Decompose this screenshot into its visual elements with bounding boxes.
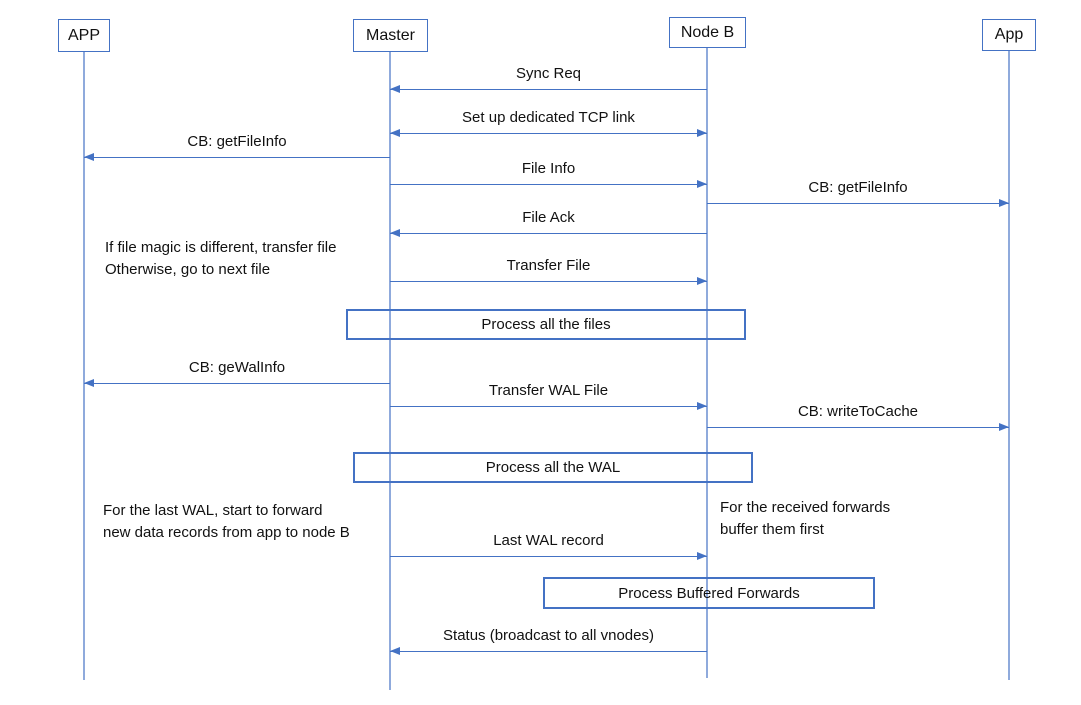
message-label-6: Transfer File: [506, 257, 591, 274]
message-label-11: Status (broadcast to all vnodes): [443, 627, 654, 644]
message-line-3: [390, 184, 707, 185]
master-lifeline: [389, 52, 391, 690]
message-label-1: Set up dedicated TCP link: [462, 109, 635, 126]
arrowhead-right-icon: [697, 402, 707, 411]
arrowhead-right-icon: [999, 199, 1009, 208]
app-left-lifeline: [83, 52, 85, 680]
actor-app-right: App: [982, 19, 1036, 51]
message-line-7: [84, 383, 390, 384]
message-line-9: [707, 427, 1009, 428]
note-buffer-forwards: For the received forwards buffer them fi…: [720, 499, 891, 538]
actor-app-left: APP: [58, 19, 110, 52]
message-label-4: CB: getFileInfo: [808, 179, 908, 196]
note-last-wal-forward: For the last WAL, start to forward new d…: [103, 502, 350, 541]
app-right-lifeline: [1008, 51, 1010, 680]
arrowhead-right-icon: [999, 423, 1009, 432]
message-label-7: CB: geWalInfo: [188, 359, 286, 376]
arrowhead-right-icon: [697, 277, 707, 286]
arrowhead-left-icon: [390, 129, 400, 138]
message-label-9: CB: writeToCache: [797, 403, 919, 420]
arrowhead-left-icon: [390, 229, 400, 238]
message-label-2: CB: getFileInfo: [187, 133, 287, 150]
note-file-magic: If file magic is different, transfer fil…: [105, 239, 337, 278]
message-line-2: [84, 157, 390, 158]
message-line-6: [390, 281, 707, 282]
message-line-0: [390, 89, 707, 90]
message-line-8: [390, 406, 707, 407]
message-label-3: File Info: [521, 160, 576, 177]
process-all-files: Process all the files: [346, 309, 746, 340]
message-label-8: Transfer WAL File: [488, 382, 609, 399]
node-b-lifeline: [706, 48, 708, 678]
message-label-5: File Ack: [522, 209, 575, 226]
message-line-11: [390, 651, 707, 652]
message-label-0: Sync Req: [515, 65, 582, 82]
arrowhead-left-icon: [84, 153, 94, 162]
process-all-wal: Process all the WAL: [353, 452, 753, 483]
actor-node-b: Node B: [669, 17, 746, 48]
message-line-5: [390, 233, 707, 234]
actor-master: Master: [353, 19, 428, 52]
arrowhead-right-icon: [697, 129, 707, 138]
process-buffered-forwards: Process Buffered Forwards: [543, 577, 875, 609]
message-line-10: [390, 556, 707, 557]
arrowhead-right-icon: [697, 552, 707, 561]
arrowhead-left-icon: [390, 85, 400, 94]
arrowhead-left-icon: [84, 379, 94, 388]
message-line-4: [707, 203, 1009, 204]
message-label-10: Last WAL record: [493, 532, 604, 549]
message-line-1: [390, 133, 707, 134]
arrowhead-left-icon: [390, 647, 400, 656]
arrowhead-right-icon: [697, 180, 707, 189]
